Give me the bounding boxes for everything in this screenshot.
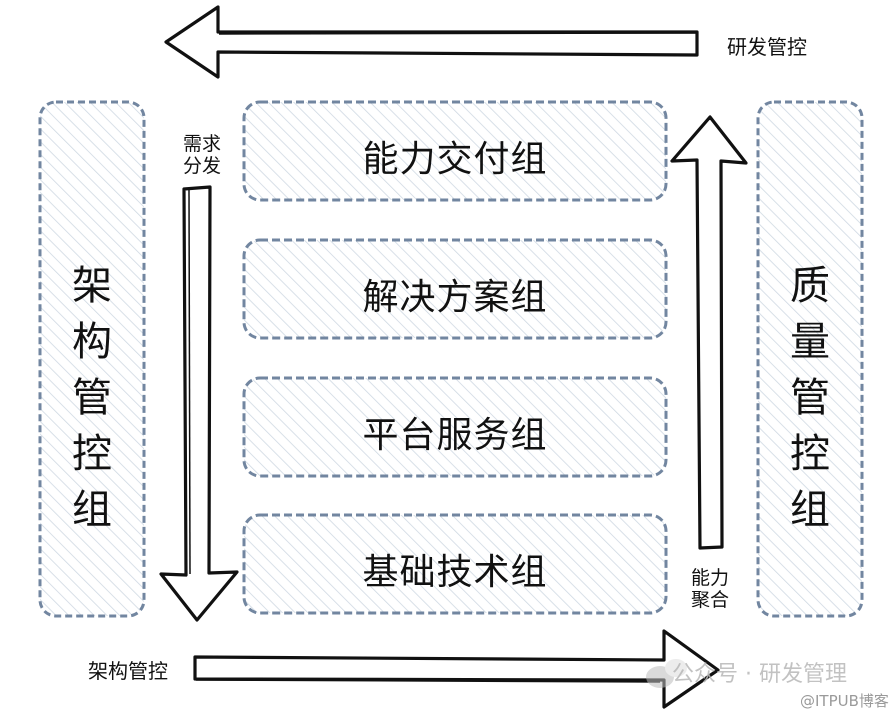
- left-group-char: 控: [72, 431, 112, 477]
- down-arrow-label-line: 分发: [183, 155, 222, 177]
- group-label-foundation-tech: 基础技术组: [362, 552, 548, 593]
- up-arrow-label-line: 聚合: [691, 589, 730, 611]
- left-group-label: 架 构 管 控 组: [62, 258, 122, 538]
- wechat-watermark-icon: [646, 659, 687, 688]
- bottom-right-arrow: [193, 629, 720, 709]
- down-arrow: [159, 185, 239, 622]
- left-group-char: 架: [72, 263, 112, 309]
- left-group-char: 构: [72, 319, 112, 365]
- top-arrow-label: 研发管控: [727, 35, 807, 59]
- up-arrow-label: 能力 聚合: [691, 567, 729, 611]
- watermark-credit: @ITPUB博客: [800, 692, 889, 710]
- right-group-char: 管: [790, 375, 830, 421]
- watermark-text: 公众号 · 研发管理: [672, 662, 847, 687]
- up-arrow-label-line: 能力: [691, 567, 730, 589]
- center-group-box: [242, 100, 668, 202]
- right-group-char: 控: [790, 431, 830, 477]
- left-group-char: 组: [72, 487, 112, 533]
- group-label-platform-services: 平台服务组: [362, 415, 548, 456]
- bottom-arrow-label: 架构管控: [88, 659, 168, 683]
- left-group-box: [38, 100, 146, 618]
- right-group-label: 质 量 管 控 组: [780, 258, 840, 538]
- right-group-char: 组: [790, 487, 830, 533]
- top-left-arrow: [164, 5, 699, 79]
- right-group-box: [756, 100, 864, 618]
- right-group-char: 量: [790, 319, 830, 365]
- down-arrow-label: 需求 分发: [183, 133, 221, 177]
- center-group-box: [242, 238, 668, 340]
- right-group-char: 质: [790, 263, 830, 309]
- center-group-box: [242, 513, 668, 615]
- group-label-solutions: 解决方案组: [362, 277, 548, 318]
- group-label-capability-delivery: 能力交付组: [362, 139, 548, 180]
- center-group-box: [242, 376, 668, 478]
- left-group-char: 管: [72, 375, 112, 421]
- up-arrow: [670, 115, 748, 550]
- down-arrow-label-line: 需求: [183, 133, 222, 155]
